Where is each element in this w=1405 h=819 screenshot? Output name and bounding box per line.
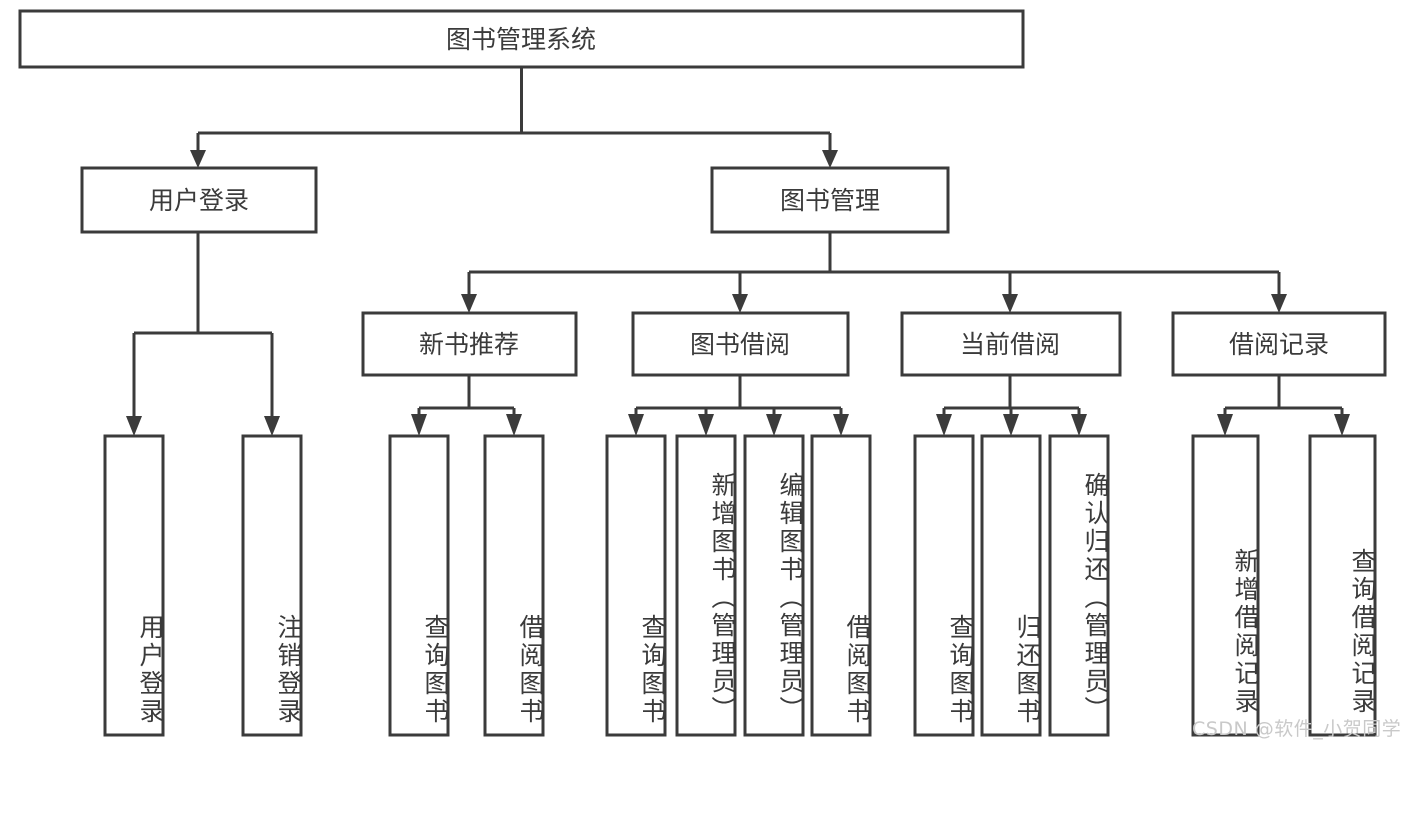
- arrow-head-leaf-bookborrow-2: [698, 414, 714, 436]
- node-new-book-recommend-box[interactable]: [361, 311, 578, 377]
- arrow-head-leaf-borrowrecord-1: [1217, 414, 1233, 436]
- arrow-head-currentborrow: [1002, 294, 1018, 313]
- leaf-box-currentborrow-confirm[interactable]: [1048, 434, 1110, 737]
- node-current-borrow-label: 当前借阅: [960, 330, 1060, 359]
- arrow-head-bookmgmt: [822, 150, 838, 168]
- arrow-head-userlogin: [190, 150, 206, 168]
- connector-group-borrowrecord-leaves: [1217, 375, 1350, 436]
- node-root[interactable]: 图书管理系统: [18, 9, 1025, 69]
- node-user-login-label: 用户登录: [149, 186, 249, 215]
- connector-group-bookmgmt: [461, 232, 1287, 313]
- leaf-box-borrowrecord-add[interactable]: [1191, 434, 1260, 737]
- node-book-borrow-label: 图书借阅: [690, 330, 790, 359]
- diagram-canvas: 图书管理系统 用户登录 图书管理 新书推荐 图书借阅 当前借阅 借阅记录: [18, 9, 1402, 740]
- node-user-login-box[interactable]: [80, 166, 318, 234]
- connector-group-newbook-leaves: [411, 375, 522, 436]
- leaf-box-logout[interactable]: [241, 434, 303, 737]
- arrow-head-leaf-newbook-1: [411, 414, 427, 436]
- node-book-management-box[interactable]: [710, 166, 950, 234]
- leaf-box-user-login[interactable]: [103, 434, 165, 737]
- leaf-box-currentborrow-query[interactable]: [913, 434, 975, 737]
- arrow-head-leaf-bookborrow-1: [628, 414, 644, 436]
- connector-group-userlogin-leaves: [126, 232, 280, 436]
- leaf-box-borrowrecord-query[interactable]: [1308, 434, 1377, 737]
- node-new-book-recommend[interactable]: 新书推荐: [361, 311, 578, 377]
- arrow-head-newbook: [461, 294, 477, 313]
- node-book-borrow[interactable]: 图书借阅: [631, 311, 850, 377]
- node-book-management[interactable]: 图书管理: [710, 166, 950, 234]
- node-borrow-record-box[interactable]: [1171, 311, 1387, 377]
- arrow-head-leaf-user-login: [126, 416, 142, 436]
- arrow-head-bookborrow: [732, 294, 748, 313]
- arrow-head-leaf-bookborrow-3: [766, 414, 782, 436]
- arrow-head-leaf-newbook-2: [506, 414, 522, 436]
- node-book-borrow-box[interactable]: [631, 311, 850, 377]
- leaf-box-bookborrow-borrow[interactable]: [810, 434, 872, 737]
- watermark-text: CSDN @软件_小贺同学: [1192, 718, 1402, 740]
- arrow-head-leaf-currentborrow-2: [1003, 414, 1019, 436]
- node-new-book-recommend-label: 新书推荐: [419, 330, 519, 359]
- node-borrow-record[interactable]: 借阅记录: [1171, 311, 1387, 377]
- leaf-box-bookborrow-add[interactable]: [675, 434, 737, 737]
- leaf-boxes: [103, 434, 1377, 737]
- node-user-login[interactable]: 用户登录: [80, 166, 318, 234]
- connector-group-root: [190, 67, 838, 168]
- arrow-head-leaf-currentborrow-1: [936, 414, 952, 436]
- leaf-box-bookborrow-query[interactable]: [605, 434, 667, 737]
- arrow-head-leaf-logout: [264, 416, 280, 436]
- leaf-box-currentborrow-return[interactable]: [980, 434, 1042, 737]
- arrow-head-leaf-borrowrecord-2: [1334, 414, 1350, 436]
- node-current-borrow[interactable]: 当前借阅: [900, 311, 1122, 377]
- leaf-box-bookborrow-edit[interactable]: [743, 434, 805, 737]
- leaf-box-newbook-query[interactable]: [388, 434, 450, 737]
- diagram-svg: 图书管理系统 用户登录 图书管理 新书推荐 图书借阅 当前借阅 借阅记录: [18, 9, 1387, 737]
- connector-group-bookborrow-leaves: [628, 375, 849, 436]
- arrow-head-borrowrecord: [1271, 294, 1287, 313]
- node-root-label: 图书管理系统: [446, 25, 596, 54]
- node-root-box[interactable]: [18, 9, 1025, 69]
- connector-group-currentborrow-leaves: [936, 375, 1087, 436]
- arrow-head-leaf-bookborrow-4: [833, 414, 849, 436]
- node-book-management-label: 图书管理: [780, 186, 880, 215]
- arrow-head-leaf-currentborrow-3: [1071, 414, 1087, 436]
- node-borrow-record-label: 借阅记录: [1229, 330, 1329, 359]
- leaf-box-newbook-borrow[interactable]: [483, 434, 545, 737]
- node-current-borrow-box[interactable]: [900, 311, 1122, 377]
